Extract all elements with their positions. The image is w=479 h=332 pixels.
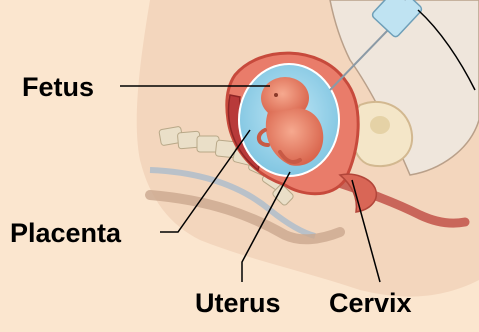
fetus-eye <box>274 93 278 97</box>
placenta-label: Placenta <box>10 220 121 247</box>
cervix-label: Cervix <box>329 290 412 317</box>
uterus-label: Uterus <box>195 290 281 317</box>
fetus-label: Fetus <box>22 74 94 101</box>
pubic-bone <box>370 116 390 134</box>
